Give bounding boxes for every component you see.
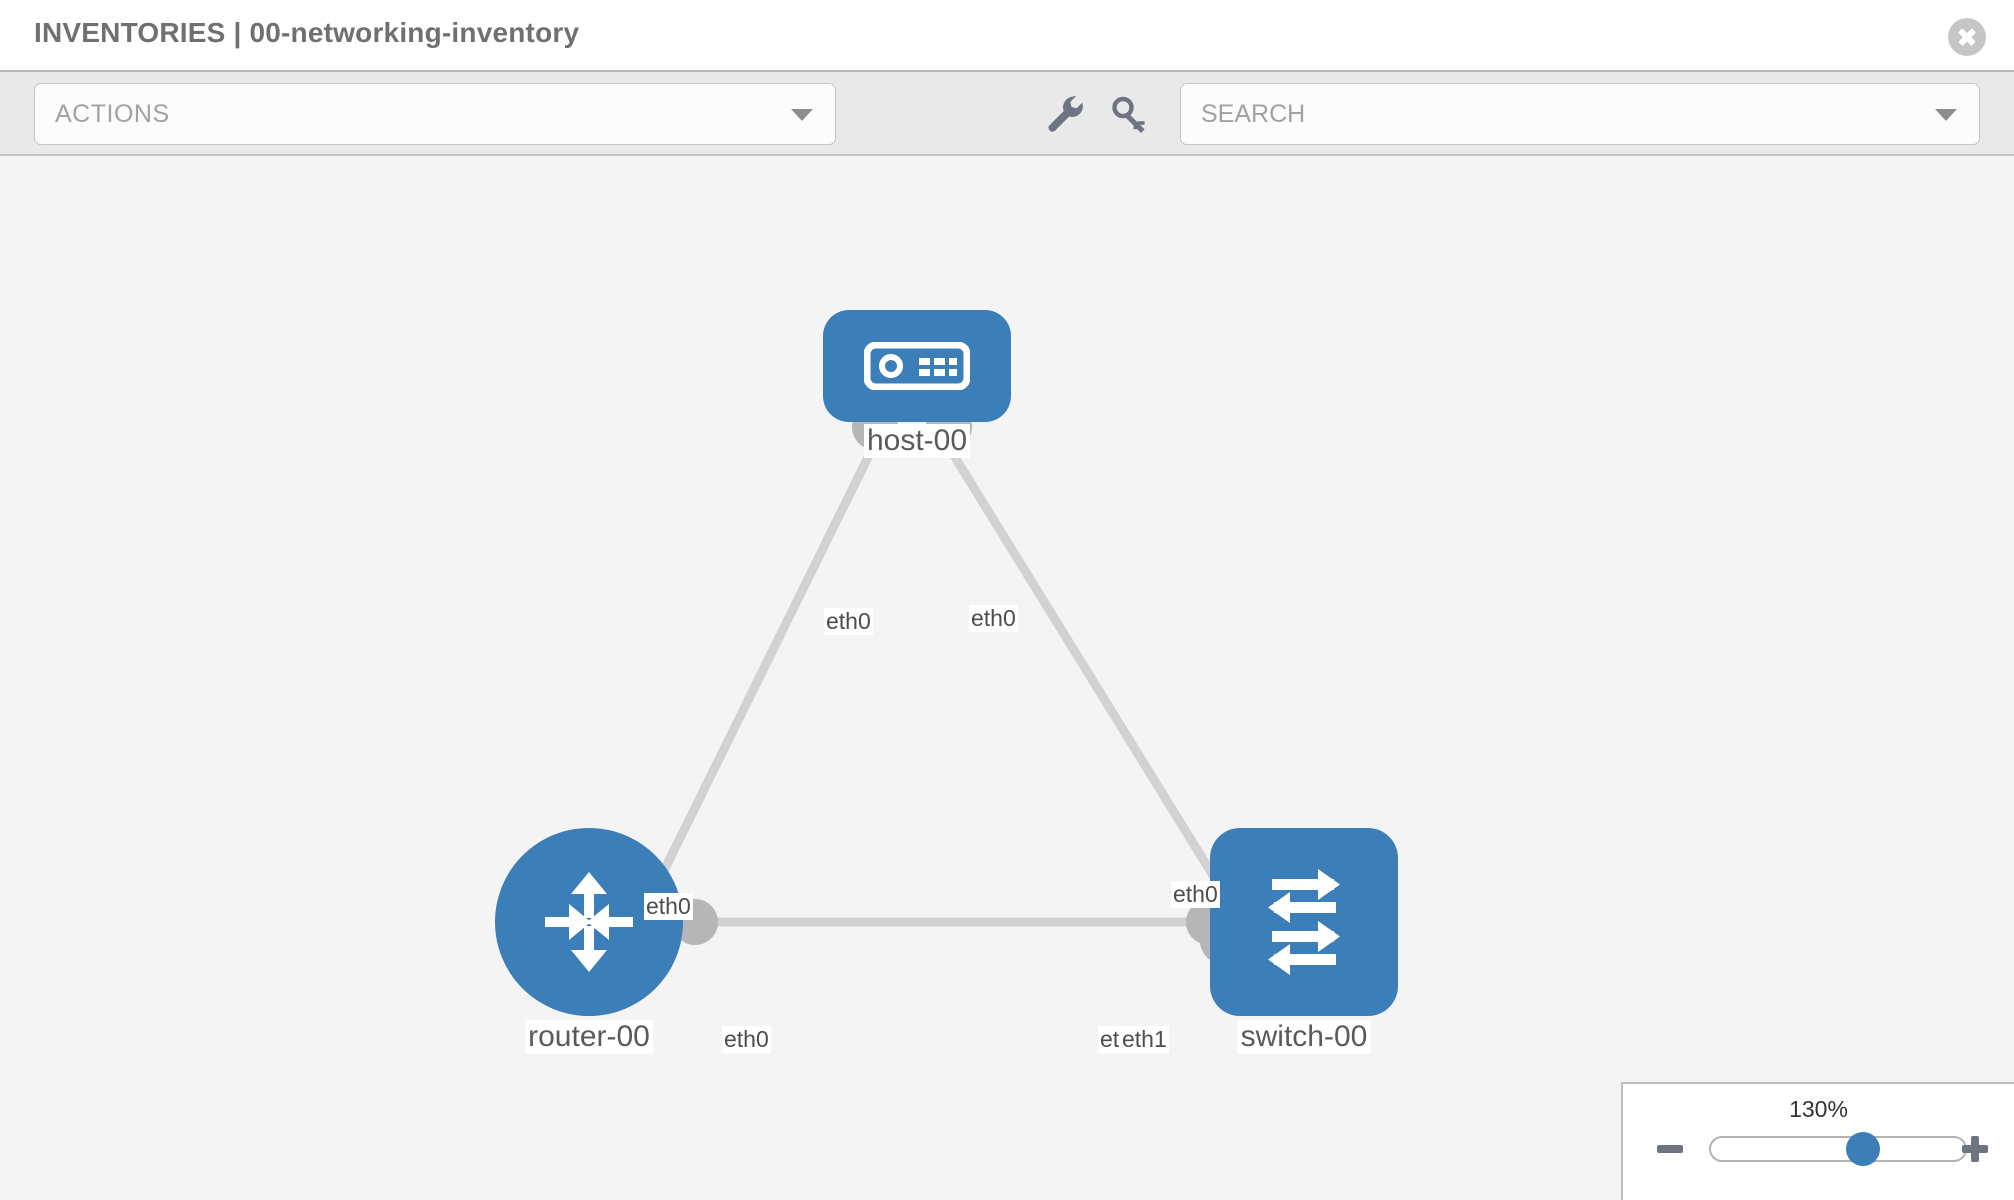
interface-label: eth0 — [644, 893, 693, 920]
close-icon[interactable] — [1948, 18, 1986, 56]
wrench-icon[interactable] — [1040, 90, 1086, 136]
zoom-in-button[interactable] — [1958, 1132, 1992, 1166]
interface-label: eth0 — [1171, 881, 1220, 908]
interface-label: eth0 — [969, 605, 1018, 632]
switch-arrows-icon — [1268, 869, 1340, 975]
node-router-00[interactable]: router-00 — [495, 828, 683, 1054]
switch-node-shape — [1210, 828, 1398, 1016]
node-label-switch-00: switch-00 — [1237, 1020, 1371, 1054]
link-host00-router00 — [643, 431, 885, 905]
toolbar: ACTIONS — [0, 72, 2014, 156]
title-bar: INVENTORIES | 00-networking-inventory — [0, 0, 2014, 72]
chevron-down-icon[interactable] — [1935, 109, 1957, 121]
node-label-router-00: router-00 — [525, 1020, 653, 1054]
topology-canvas[interactable]: host-00 — [0, 158, 2014, 1200]
node-switch-00[interactable]: switch-00 — [1210, 828, 1398, 1054]
search-box[interactable] — [1180, 83, 1980, 145]
actions-dropdown[interactable]: ACTIONS — [34, 83, 836, 145]
chevron-down-icon — [791, 109, 813, 121]
interface-label: eth1 — [1120, 1026, 1169, 1053]
topology-links — [643, 430, 1234, 927]
search-input[interactable] — [1201, 84, 1901, 144]
link-host00-switch00 — [936, 430, 1234, 906]
host-node-shape — [823, 310, 1011, 422]
zoom-level-value: 130% — [1789, 1096, 1848, 1122]
interface-label: eth0 — [722, 1026, 771, 1053]
node-label-host-00: host-00 — [863, 424, 971, 458]
page-title: INVENTORIES | 00-networking-inventory — [34, 17, 580, 48]
key-icon[interactable] — [1107, 90, 1153, 136]
actions-dropdown-label: ACTIONS — [55, 100, 170, 128]
node-host-00[interactable]: host-00 — [823, 310, 1011, 458]
interface-label: eth0 — [824, 608, 873, 635]
zoom-slider-handle[interactable] — [1846, 1132, 1881, 1166]
zoom-out-button[interactable] — [1653, 1132, 1687, 1166]
router-node-shape — [495, 828, 683, 1016]
zoom-control-panel: 130% — [1621, 1082, 2014, 1200]
router-arrows-icon — [545, 872, 633, 972]
server-icon — [864, 342, 970, 390]
zoom-slider-track[interactable] — [1709, 1132, 1967, 1166]
